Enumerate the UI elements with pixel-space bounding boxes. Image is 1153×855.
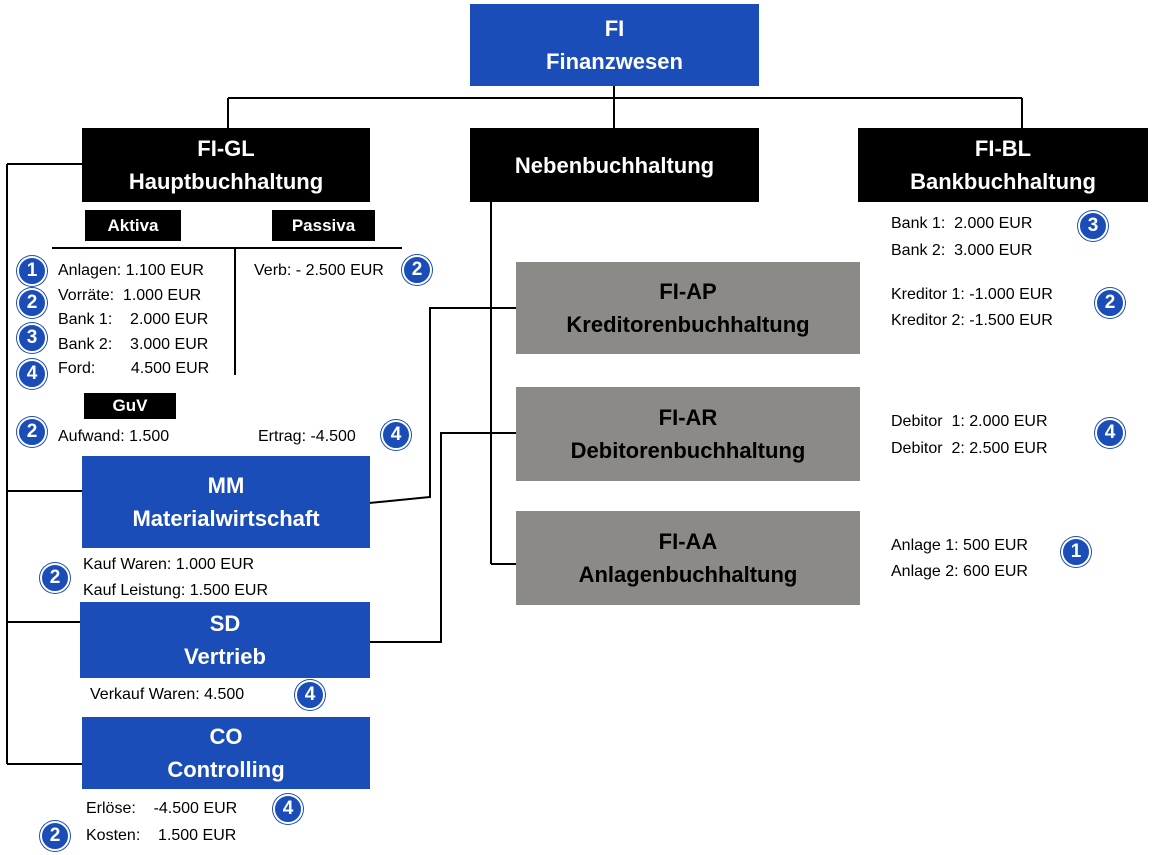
node-co: CO Controlling <box>82 717 370 789</box>
node-fi-ar: FI-AR Debitorenbuchhaltung <box>516 387 860 481</box>
node-mm: MM Materialwirtschaft <box>82 456 370 548</box>
step-badge: 2 <box>40 563 70 593</box>
bank-entry: Bank 1: 2.000 EUR <box>891 215 1033 232</box>
node-fi-ar-subtitle: Debitorenbuchhaltung <box>570 438 806 463</box>
step-badge: 4 <box>295 680 325 710</box>
step-badge: 1 <box>17 256 47 286</box>
bank-entry: Bank 2: 3.000 EUR <box>891 242 1033 259</box>
node-fi: FI Finanzwesen <box>470 4 759 86</box>
aktiva-entry: Bank 2: 3.000 EUR <box>58 336 209 353</box>
guv-label: GuV <box>84 393 176 419</box>
node-sd-title: SD <box>209 611 241 636</box>
ertrag-entry: Ertrag: -4.500 <box>258 428 356 445</box>
debitor-entry: Debitor 2: 2.500 EUR <box>891 440 1048 457</box>
node-fi-ap: FI-AP Kreditorenbuchhaltung <box>516 262 860 354</box>
node-fi-title: FI <box>604 16 625 41</box>
node-fi-bl: FI-BL Bankbuchhaltung <box>858 128 1148 202</box>
node-fi-gl-title: FI-GL <box>197 136 255 161</box>
node-fi-aa-title: FI-AA <box>658 529 718 554</box>
node-mm-subtitle: Materialwirtschaft <box>132 506 320 531</box>
node-fi-subtitle: Finanzwesen <box>546 49 683 74</box>
mm-entry: Kauf Leistung: 1.500 EUR <box>83 582 269 599</box>
mm-entry: Kauf Waren: 1.000 EUR <box>83 556 255 573</box>
kreditor-entry: Kreditor 1: -1.000 EUR <box>891 286 1053 303</box>
anlage-entry: Anlage 1: 500 EUR <box>891 537 1028 554</box>
debitor-entry: Debitor 1: 2.000 EUR <box>891 413 1048 430</box>
step-badge: 2 <box>1095 288 1125 318</box>
node-fi-ar-title: FI-AR <box>658 405 718 430</box>
node-nebenbuchhaltung-title: Nebenbuchhaltung <box>514 152 715 178</box>
node-fi-bl-subtitle: Bankbuchhaltung <box>910 169 1096 194</box>
node-fi-aa-subtitle: Anlagenbuchhaltung <box>578 562 798 587</box>
step-badge: 2 <box>402 255 432 285</box>
co-entry: Erlöse: -4.500 EUR <box>86 800 238 817</box>
sd-entry: Verkauf Waren: 4.500 <box>90 686 245 703</box>
step-badge: 2 <box>17 417 47 447</box>
node-co-subtitle: Controlling <box>167 757 285 782</box>
step-badge: 2 <box>17 288 47 318</box>
aktiva-entry: Vorräte: 1.000 EUR <box>58 287 202 304</box>
node-sd: SD Vertrieb <box>80 602 370 678</box>
node-co-title: CO <box>209 724 243 749</box>
aufwand-entry: Aufwand: 1.500 <box>58 428 170 445</box>
passiva-entry: Verb: - 2.500 EUR <box>254 262 384 279</box>
anlage-entry: Anlage 2: 600 EUR <box>891 563 1028 580</box>
aktiva-entry: Ford: 4.500 EUR <box>58 360 210 377</box>
node-fi-bl-title: FI-BL <box>974 136 1032 161</box>
step-badge: 2 <box>40 821 70 851</box>
passiva-label: Passiva <box>272 210 375 241</box>
node-fi-gl-subtitle: Hauptbuchhaltung <box>128 169 324 194</box>
step-badge: 4 <box>381 420 411 450</box>
node-fi-gl: FI-GL Hauptbuchhaltung <box>82 128 370 202</box>
node-sd-subtitle: Vertrieb <box>184 644 266 669</box>
node-mm-title: MM <box>207 473 245 498</box>
aktiva-entry: Bank 1: 2.000 EUR <box>58 311 209 328</box>
node-nebenbuchhaltung: Nebenbuchhaltung <box>470 128 759 202</box>
step-badge: 4 <box>17 359 47 389</box>
step-badge: 4 <box>1095 418 1125 448</box>
step-badge: 3 <box>17 323 47 353</box>
kreditor-entry: Kreditor 2: -1.500 EUR <box>891 312 1053 329</box>
step-badge: 1 <box>1061 537 1091 567</box>
node-fi-aa: FI-AA Anlagenbuchhaltung <box>516 511 860 605</box>
node-fi-ap-subtitle: Kreditorenbuchhaltung <box>566 312 810 337</box>
aktiva-label: Aktiva <box>85 210 181 241</box>
node-fi-ap-title: FI-AP <box>659 279 717 304</box>
step-badge: 3 <box>1078 211 1108 241</box>
step-badge: 4 <box>273 794 303 824</box>
co-entry: Kosten: 1.500 EUR <box>86 827 237 844</box>
aktiva-entry: Anlagen: 1.100 EUR <box>58 262 204 279</box>
